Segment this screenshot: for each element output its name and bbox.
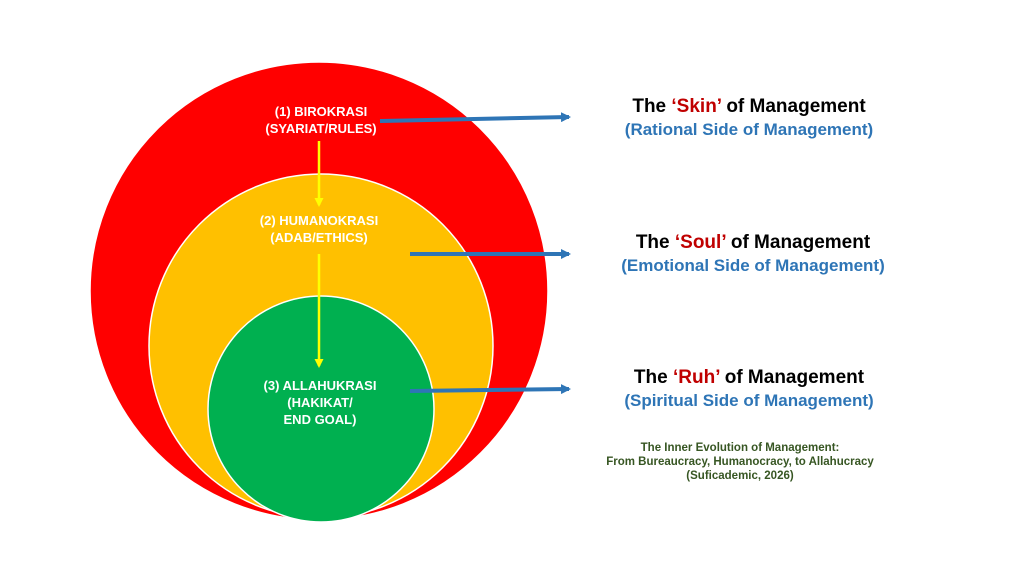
inner-circle-label: (3) ALLAHUKRASI (HAKIKAT/ END GOAL) <box>263 378 377 427</box>
figure-caption: The Inner Evolution of Management: From … <box>606 442 874 482</box>
ruh-subtitle: (Spiritual Side of Management) <box>624 391 874 410</box>
skin-heading: The ‘Skin’ of Management <box>632 96 866 117</box>
outer-circle-label: (1) BIROKRASI (SYARIAT/RULES) <box>265 104 377 136</box>
soul-label: The ‘Soul’ of Management (Emotional Side… <box>621 231 885 277</box>
skin-subtitle: (Rational Side of Management) <box>624 120 874 139</box>
middle-circle-label: (2) HUMANOKRASI (ADAB/ETHICS) <box>259 213 379 245</box>
skin-label: The ‘Skin’ of Management (Rational Side … <box>625 95 873 141</box>
soul-heading: The ‘Soul’ of Management <box>635 232 871 253</box>
right-arrow-ruh <box>409 384 571 395</box>
ruh-label: The ‘Ruh’ of Management (Spiritual Side … <box>624 366 873 412</box>
inner-circle-allahukrasi <box>207 295 435 523</box>
right-arrow-skin <box>379 112 571 123</box>
ruh-heading: The ‘Ruh’ of Management <box>633 367 865 388</box>
soul-subtitle: (Emotional Side of Management) <box>621 256 885 275</box>
